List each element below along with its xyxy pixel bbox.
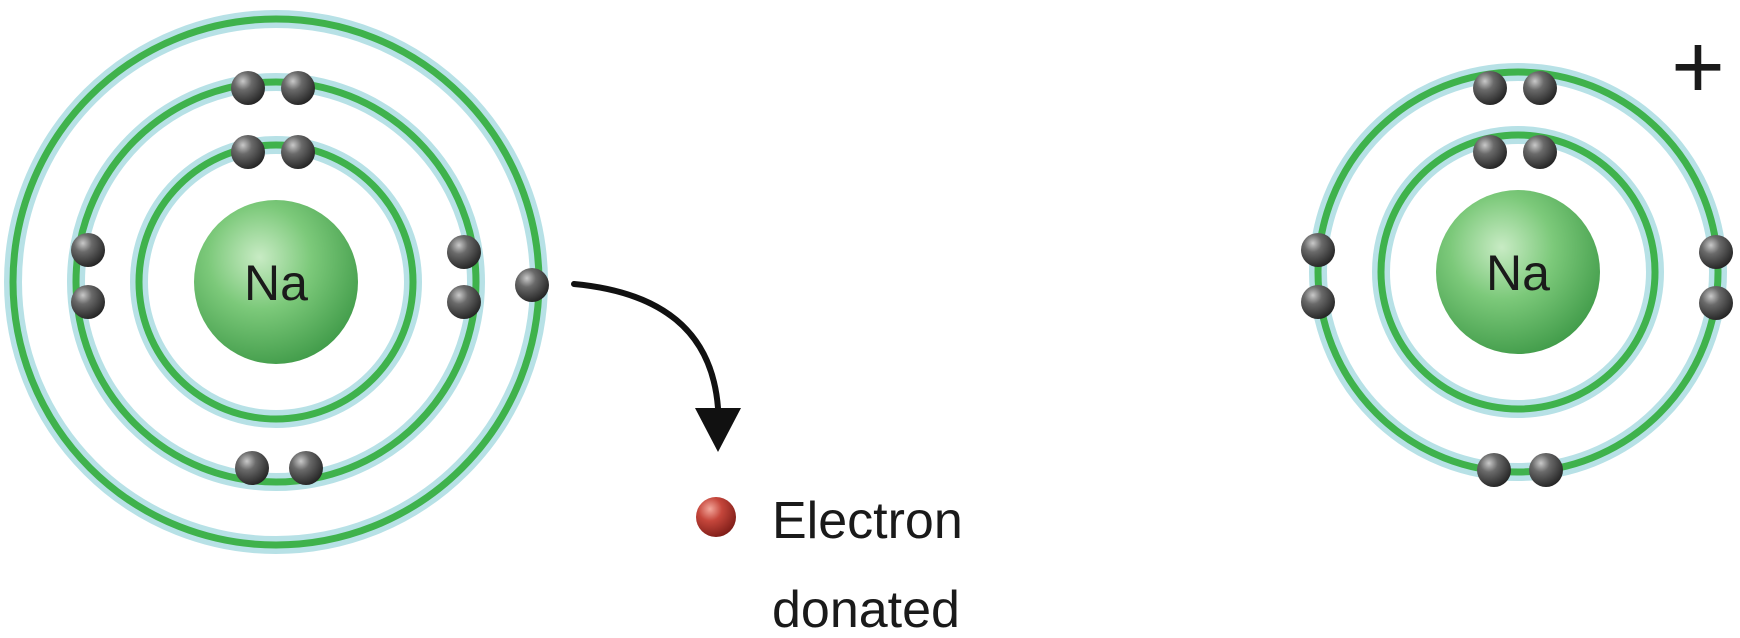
electron	[71, 285, 105, 319]
electron	[447, 235, 481, 269]
sodium-ion: Na	[1301, 63, 1733, 487]
electron	[1473, 135, 1507, 169]
nucleus	[1436, 190, 1600, 354]
shell-outer	[1309, 63, 1727, 481]
shell-inner	[1372, 126, 1664, 418]
electron	[1473, 71, 1507, 105]
donated-electron-icon	[696, 497, 736, 537]
nucleus	[194, 200, 358, 364]
electron	[1301, 285, 1335, 319]
valence-electron	[515, 268, 549, 302]
shell-middle	[67, 73, 485, 491]
electron	[289, 451, 323, 485]
electron	[1301, 233, 1335, 267]
electron	[231, 71, 265, 105]
caption-line-1: Electron	[772, 492, 963, 550]
electron	[1699, 235, 1733, 269]
electron	[231, 135, 265, 169]
transfer-arrow-icon	[571, 281, 741, 452]
electron	[1523, 71, 1557, 105]
electron	[71, 233, 105, 267]
electron	[1523, 135, 1557, 169]
sodium-atom-neutral: Na	[4, 10, 549, 554]
positive-charge: +	[1671, 16, 1725, 118]
electron	[1529, 453, 1563, 487]
shell-inner	[130, 136, 422, 428]
electron	[447, 285, 481, 319]
electron	[281, 135, 315, 169]
nucleus-symbol: Na	[1486, 245, 1550, 301]
caption: Electron donated	[772, 492, 963, 638]
caption-line-2: donated	[772, 581, 960, 638]
nucleus-symbol: Na	[244, 255, 308, 311]
electron	[1477, 453, 1511, 487]
electron	[1699, 286, 1733, 320]
electron	[281, 71, 315, 105]
electron	[235, 451, 269, 485]
